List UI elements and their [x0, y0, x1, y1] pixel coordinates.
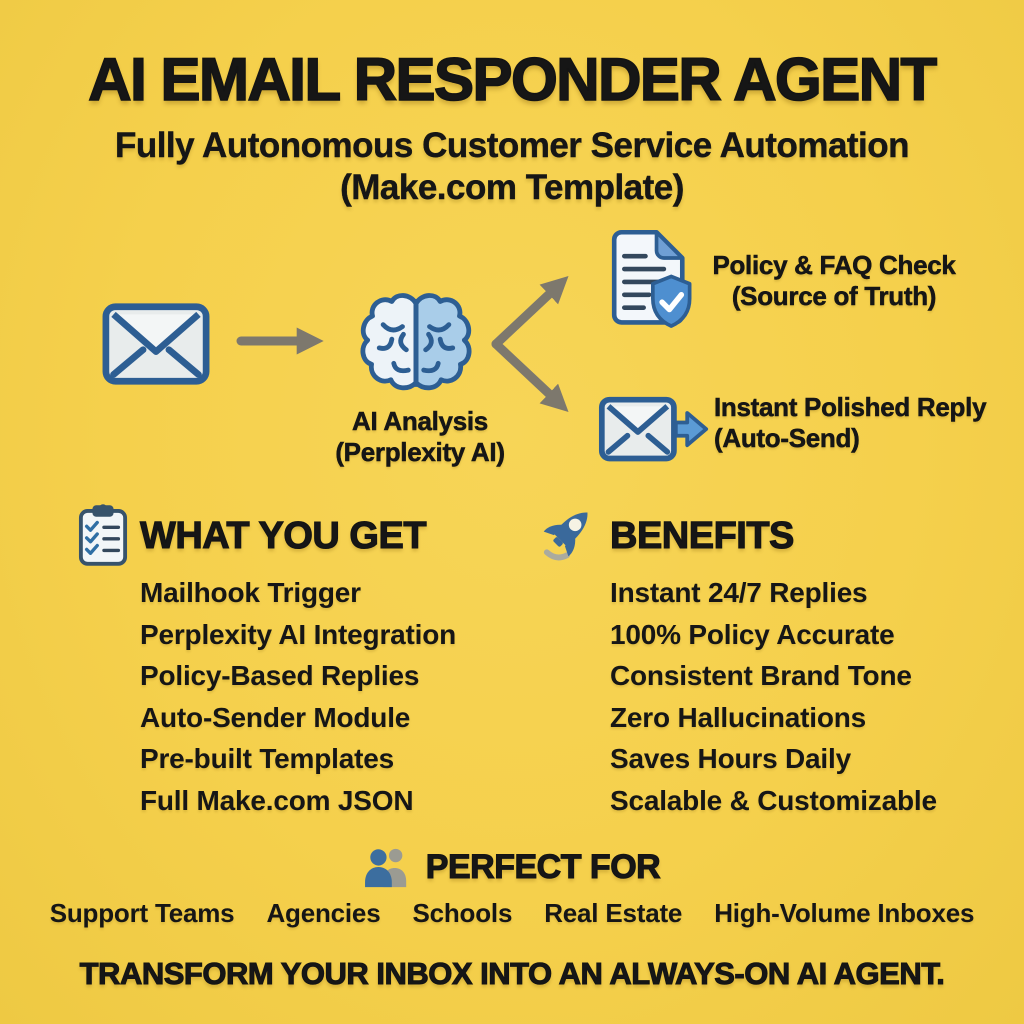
- ai-analysis-line2: (Perplexity AI): [335, 437, 505, 468]
- what-you-get-item: Full Make.com JSON: [140, 784, 414, 816]
- instant-reply-line2: (Auto-Send): [714, 423, 860, 454]
- ai-analysis-line1: AI Analysis: [352, 406, 489, 437]
- ai-brain-icon: [360, 293, 472, 391]
- what-you-get-heading: WHAT YOU GET: [139, 514, 427, 557]
- tagline: TRANSFORM YOUR INBOX INTO AN ALWAYS-ON A…: [79, 956, 945, 992]
- perfect-for-heading: PERFECT FOR: [425, 847, 661, 886]
- page-title: AI EMAIL RESPONDER AGENT: [87, 46, 938, 113]
- benefits-item: Consistent Brand Tone: [610, 660, 912, 691]
- audience-item: Real Estate: [544, 898, 683, 928]
- audience-item: Schools: [412, 898, 513, 928]
- audience-item: Support Teams: [49, 898, 235, 928]
- benefits-item: Scalable & Customizable: [610, 784, 937, 816]
- benefits-item: 100% Policy Accurate: [610, 618, 895, 650]
- instant-reply-line1: Instant Polished Reply: [714, 392, 987, 423]
- benefits-item: Saves Hours Daily: [610, 743, 851, 774]
- right-arrow-icon: [236, 327, 324, 355]
- what-you-get-item: Mailhook Trigger: [140, 577, 361, 608]
- benefits-item: Zero Hallucinations: [610, 701, 867, 733]
- what-you-get-item: Auto-Sender Module: [140, 701, 411, 733]
- benefits-list: Instant 24/7 Replies 100% Policy Accurat…: [610, 572, 937, 821]
- people-group-icon: [364, 848, 406, 888]
- audience-row: Support Teams Agencies Schools Real Esta…: [0, 898, 1024, 929]
- what-you-get-list: Mailhook Trigger Perplexity AI Integrati…: [140, 572, 456, 821]
- benefits-heading: BENEFITS: [609, 514, 795, 557]
- benefits-item: Instant 24/7 Replies: [610, 577, 868, 608]
- split-arrows-icon: [491, 275, 569, 413]
- ai-analysis-label: AI Analysis (Perplexity AI): [300, 406, 540, 468]
- audience-item: High-Volume Inboxes: [714, 898, 975, 928]
- what-you-get-item: Perplexity AI Integration: [140, 618, 457, 650]
- perfect-for-header: PERFECT FOR: [0, 844, 1024, 890]
- what-you-get-item: Pre-built Templates: [140, 743, 394, 774]
- subtitle-line2: (Make.com Template): [340, 168, 685, 207]
- policy-check-label: Policy & FAQ Check (Source of Truth): [700, 250, 968, 312]
- rocket-icon: [543, 512, 588, 561]
- instant-reply-label: Instant Polished Reply (Auto-Send): [714, 392, 1014, 454]
- incoming-email-envelope-icon: [102, 303, 210, 385]
- checklist-clipboard-icon: [78, 504, 128, 566]
- what-you-get-item: Policy-Based Replies: [140, 660, 420, 691]
- policy-check-line2: (Source of Truth): [731, 281, 937, 312]
- audience-item: Agencies: [266, 898, 381, 928]
- policy-document-shield-icon: [611, 229, 692, 328]
- outgoing-email-send-icon: [598, 396, 709, 462]
- subtitle-line1: Fully Autonomous Customer Service Automa…: [114, 126, 910, 165]
- policy-check-line1: Policy & FAQ Check: [712, 250, 956, 281]
